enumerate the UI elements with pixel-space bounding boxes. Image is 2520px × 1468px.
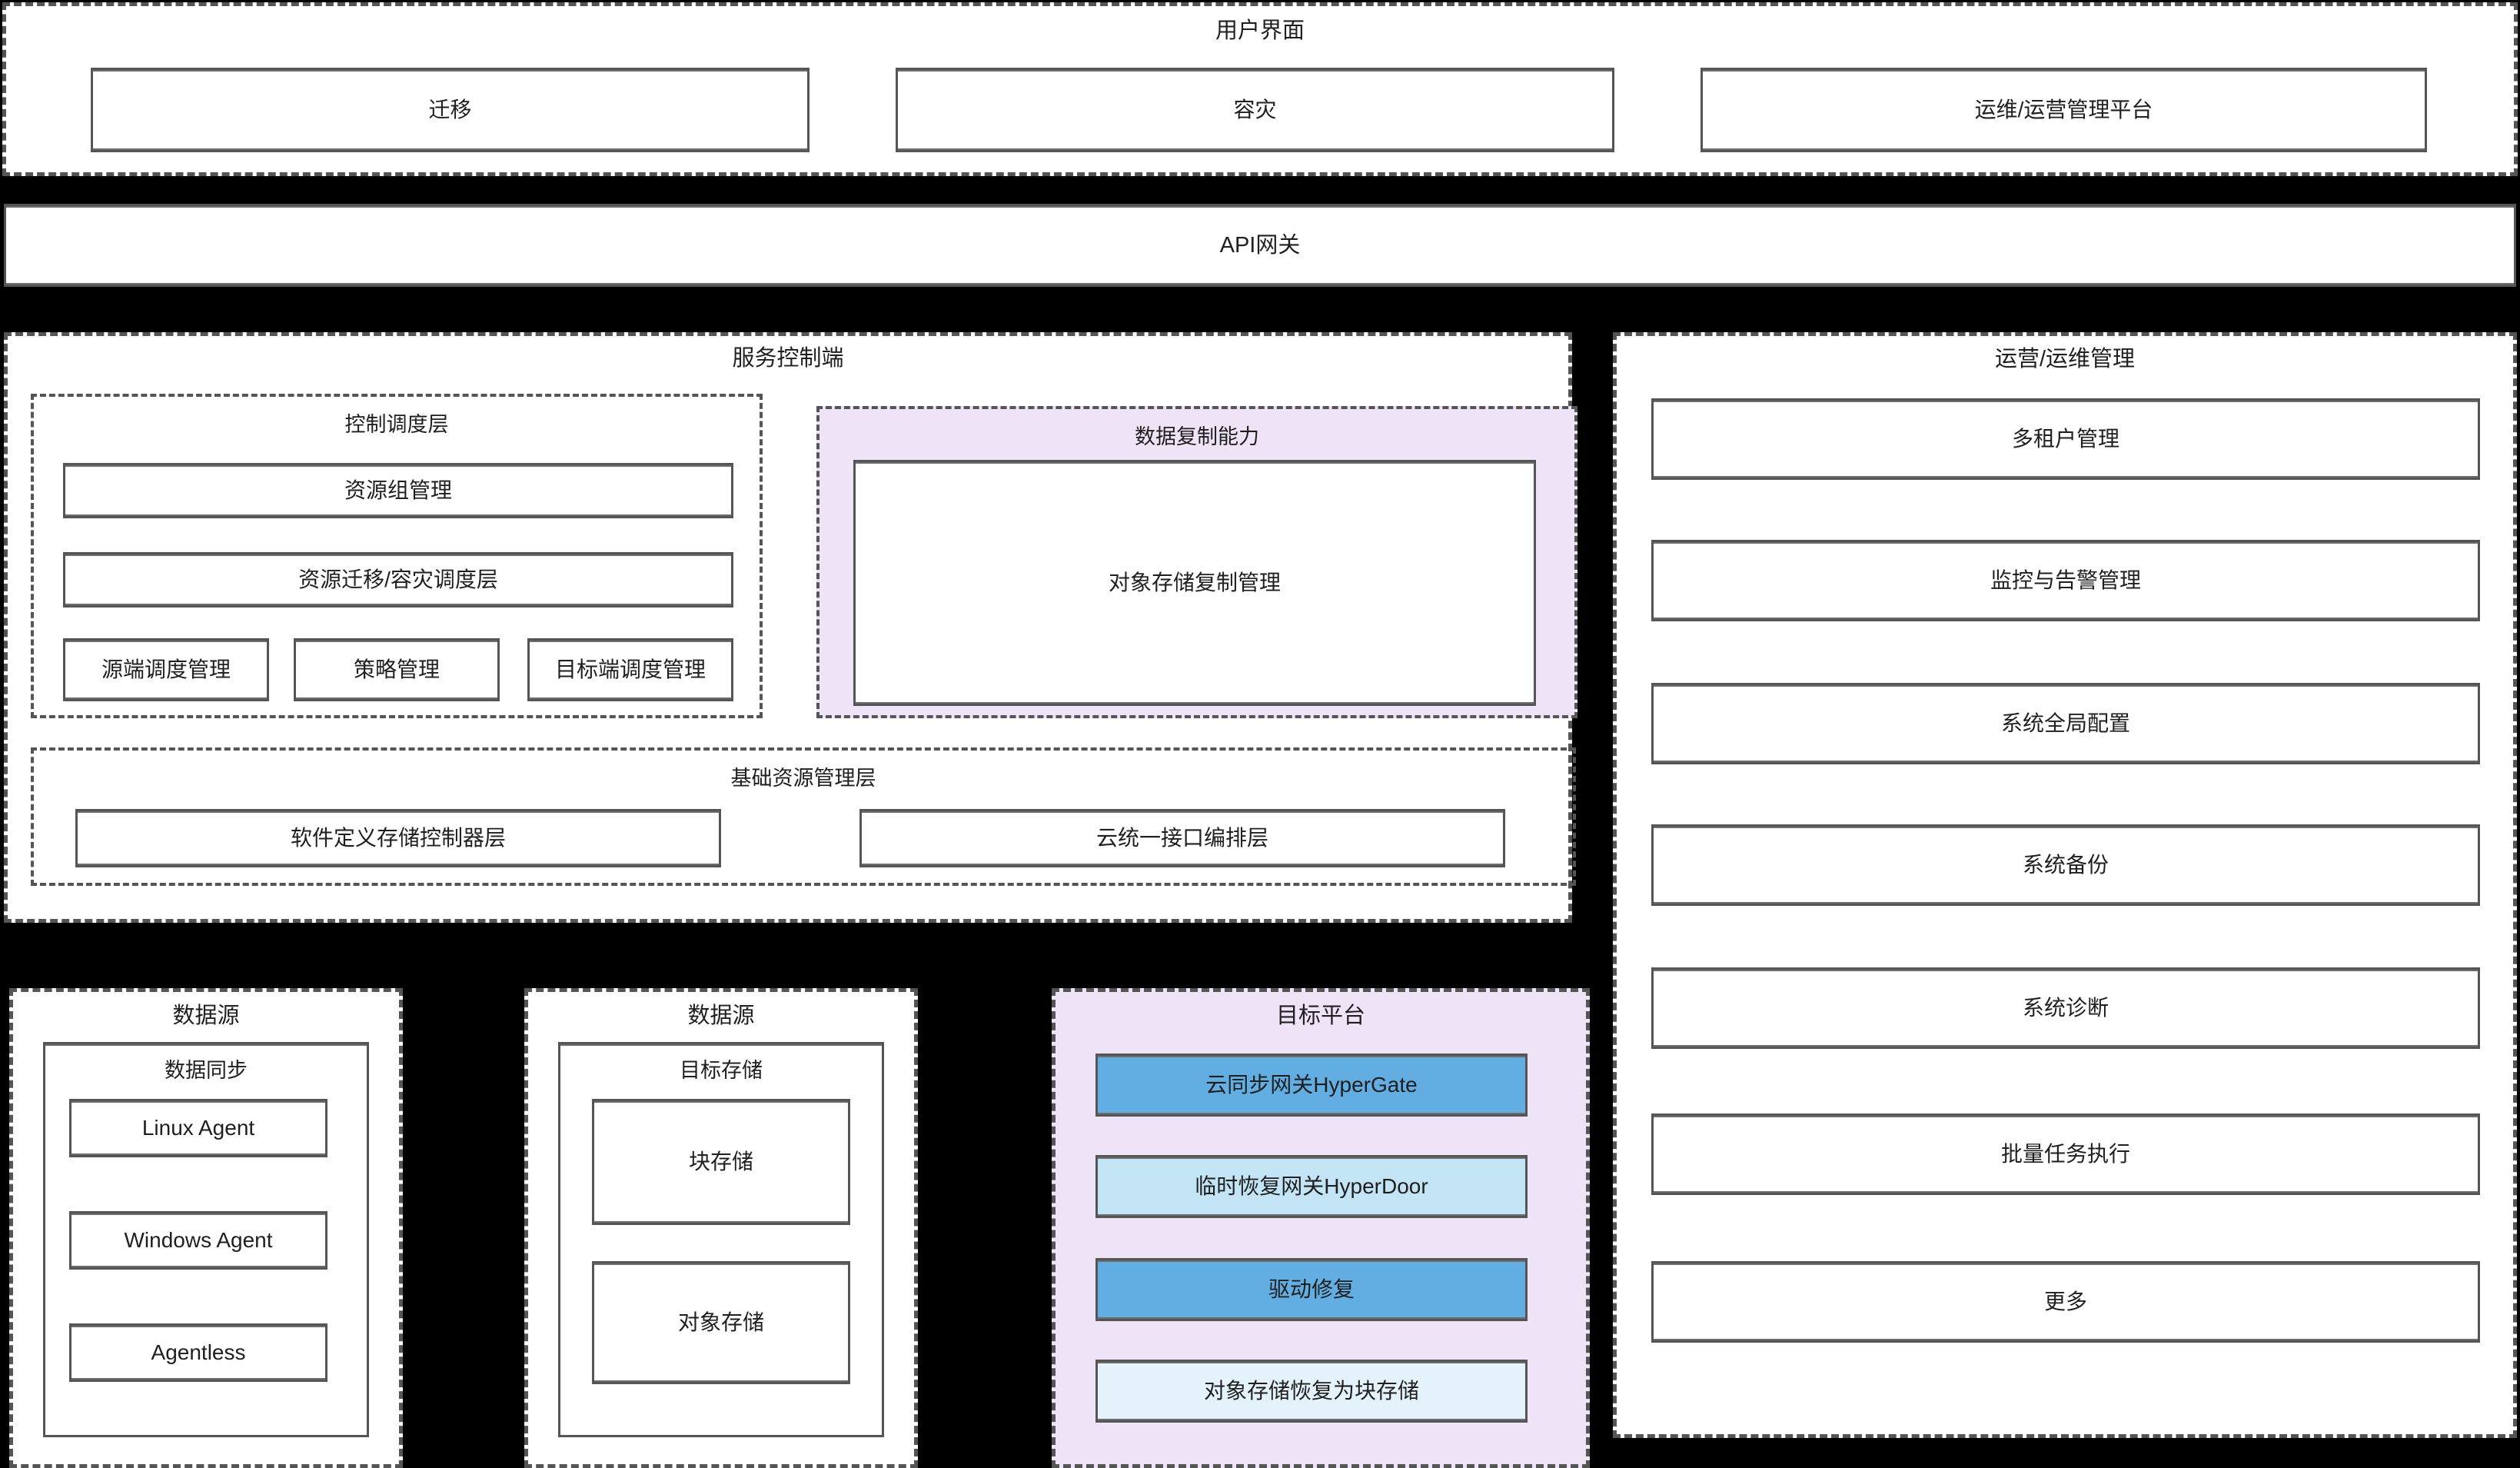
ops-item-more[interactable]: 更多 — [1651, 1261, 2480, 1343]
base-resource-management-title: 基础资源管理层 — [730, 767, 876, 790]
target-storage-title: 目标存储 — [680, 1059, 763, 1082]
agentless-box[interactable]: Agentless — [69, 1323, 327, 1382]
target-scheduling-management-box[interactable]: 目标端调度管理 — [527, 638, 733, 701]
control-scheduling-title: 控制调度层 — [344, 413, 449, 436]
base-resource-management-group: 基础资源管理层 — [31, 747, 1576, 886]
resource-migration-dr-scheduling-box[interactable]: 资源迁移/容灾调度层 — [63, 552, 733, 608]
ops-item-system-backup[interactable]: 系统备份 — [1651, 824, 2480, 906]
ui-item-migration[interactable]: 迁移 — [91, 68, 810, 152]
ops-item-multi-tenant[interactable]: 多租户管理 — [1651, 398, 2480, 480]
object-storage-box[interactable]: 对象存储 — [592, 1261, 850, 1384]
ui-item-ops-platform[interactable]: 运维/运营管理平台 — [1701, 68, 2427, 152]
linux-agent-box[interactable]: Linux Agent — [69, 1099, 327, 1157]
target-platform-title: 目标平台 — [1275, 1004, 1365, 1028]
sds-controller-layer-box[interactable]: 软件定义存储控制器层 — [75, 809, 721, 867]
data-source-storage-title: 数据源 — [687, 1004, 755, 1028]
object-to-block-restore-box[interactable]: 对象存储恢复为块存储 — [1095, 1360, 1528, 1423]
data-sync-title: 数据同步 — [165, 1059, 248, 1082]
ops-item-system-diagnostics[interactable]: 系统诊断 — [1651, 967, 2480, 1049]
hypergate-box[interactable]: 云同步网关HyperGate — [1095, 1054, 1528, 1117]
ops-management-title: 运营/运维管理 — [1994, 347, 2136, 371]
windows-agent-box[interactable]: Windows Agent — [69, 1211, 327, 1270]
policy-management-box[interactable]: 策略管理 — [294, 638, 500, 701]
ops-item-monitoring-alerting[interactable]: 监控与告警管理 — [1651, 540, 2480, 621]
driver-repair-box[interactable]: 驱动修复 — [1095, 1258, 1528, 1321]
source-scheduling-management-box[interactable]: 源端调度管理 — [63, 638, 269, 701]
service-control-title: 服务控制端 — [732, 346, 844, 371]
data-replication-title: 数据复制能力 — [1135, 425, 1259, 448]
block-storage-box[interactable]: 块存储 — [592, 1099, 850, 1225]
user-interface-title: 用户界面 — [1215, 18, 1305, 43]
api-gateway-bar[interactable]: API网关 — [4, 204, 2516, 287]
cloud-unified-api-orchestration-box[interactable]: 云统一接口编排层 — [859, 809, 1505, 867]
resource-group-management-box[interactable]: 资源组管理 — [63, 463, 733, 518]
data-source-agents-title: 数据源 — [172, 1004, 240, 1028]
object-storage-replication-management-box[interactable]: 对象存储复制管理 — [853, 460, 1536, 706]
ops-item-global-config[interactable]: 系统全局配置 — [1651, 683, 2480, 764]
ops-item-batch-task-execution[interactable]: 批量任务执行 — [1651, 1113, 2480, 1195]
ui-item-disaster-recovery[interactable]: 容灾 — [896, 68, 1614, 152]
hyperdoor-box[interactable]: 临时恢复网关HyperDoor — [1095, 1155, 1528, 1218]
control-scheduling-group: 控制调度层 — [31, 394, 763, 718]
